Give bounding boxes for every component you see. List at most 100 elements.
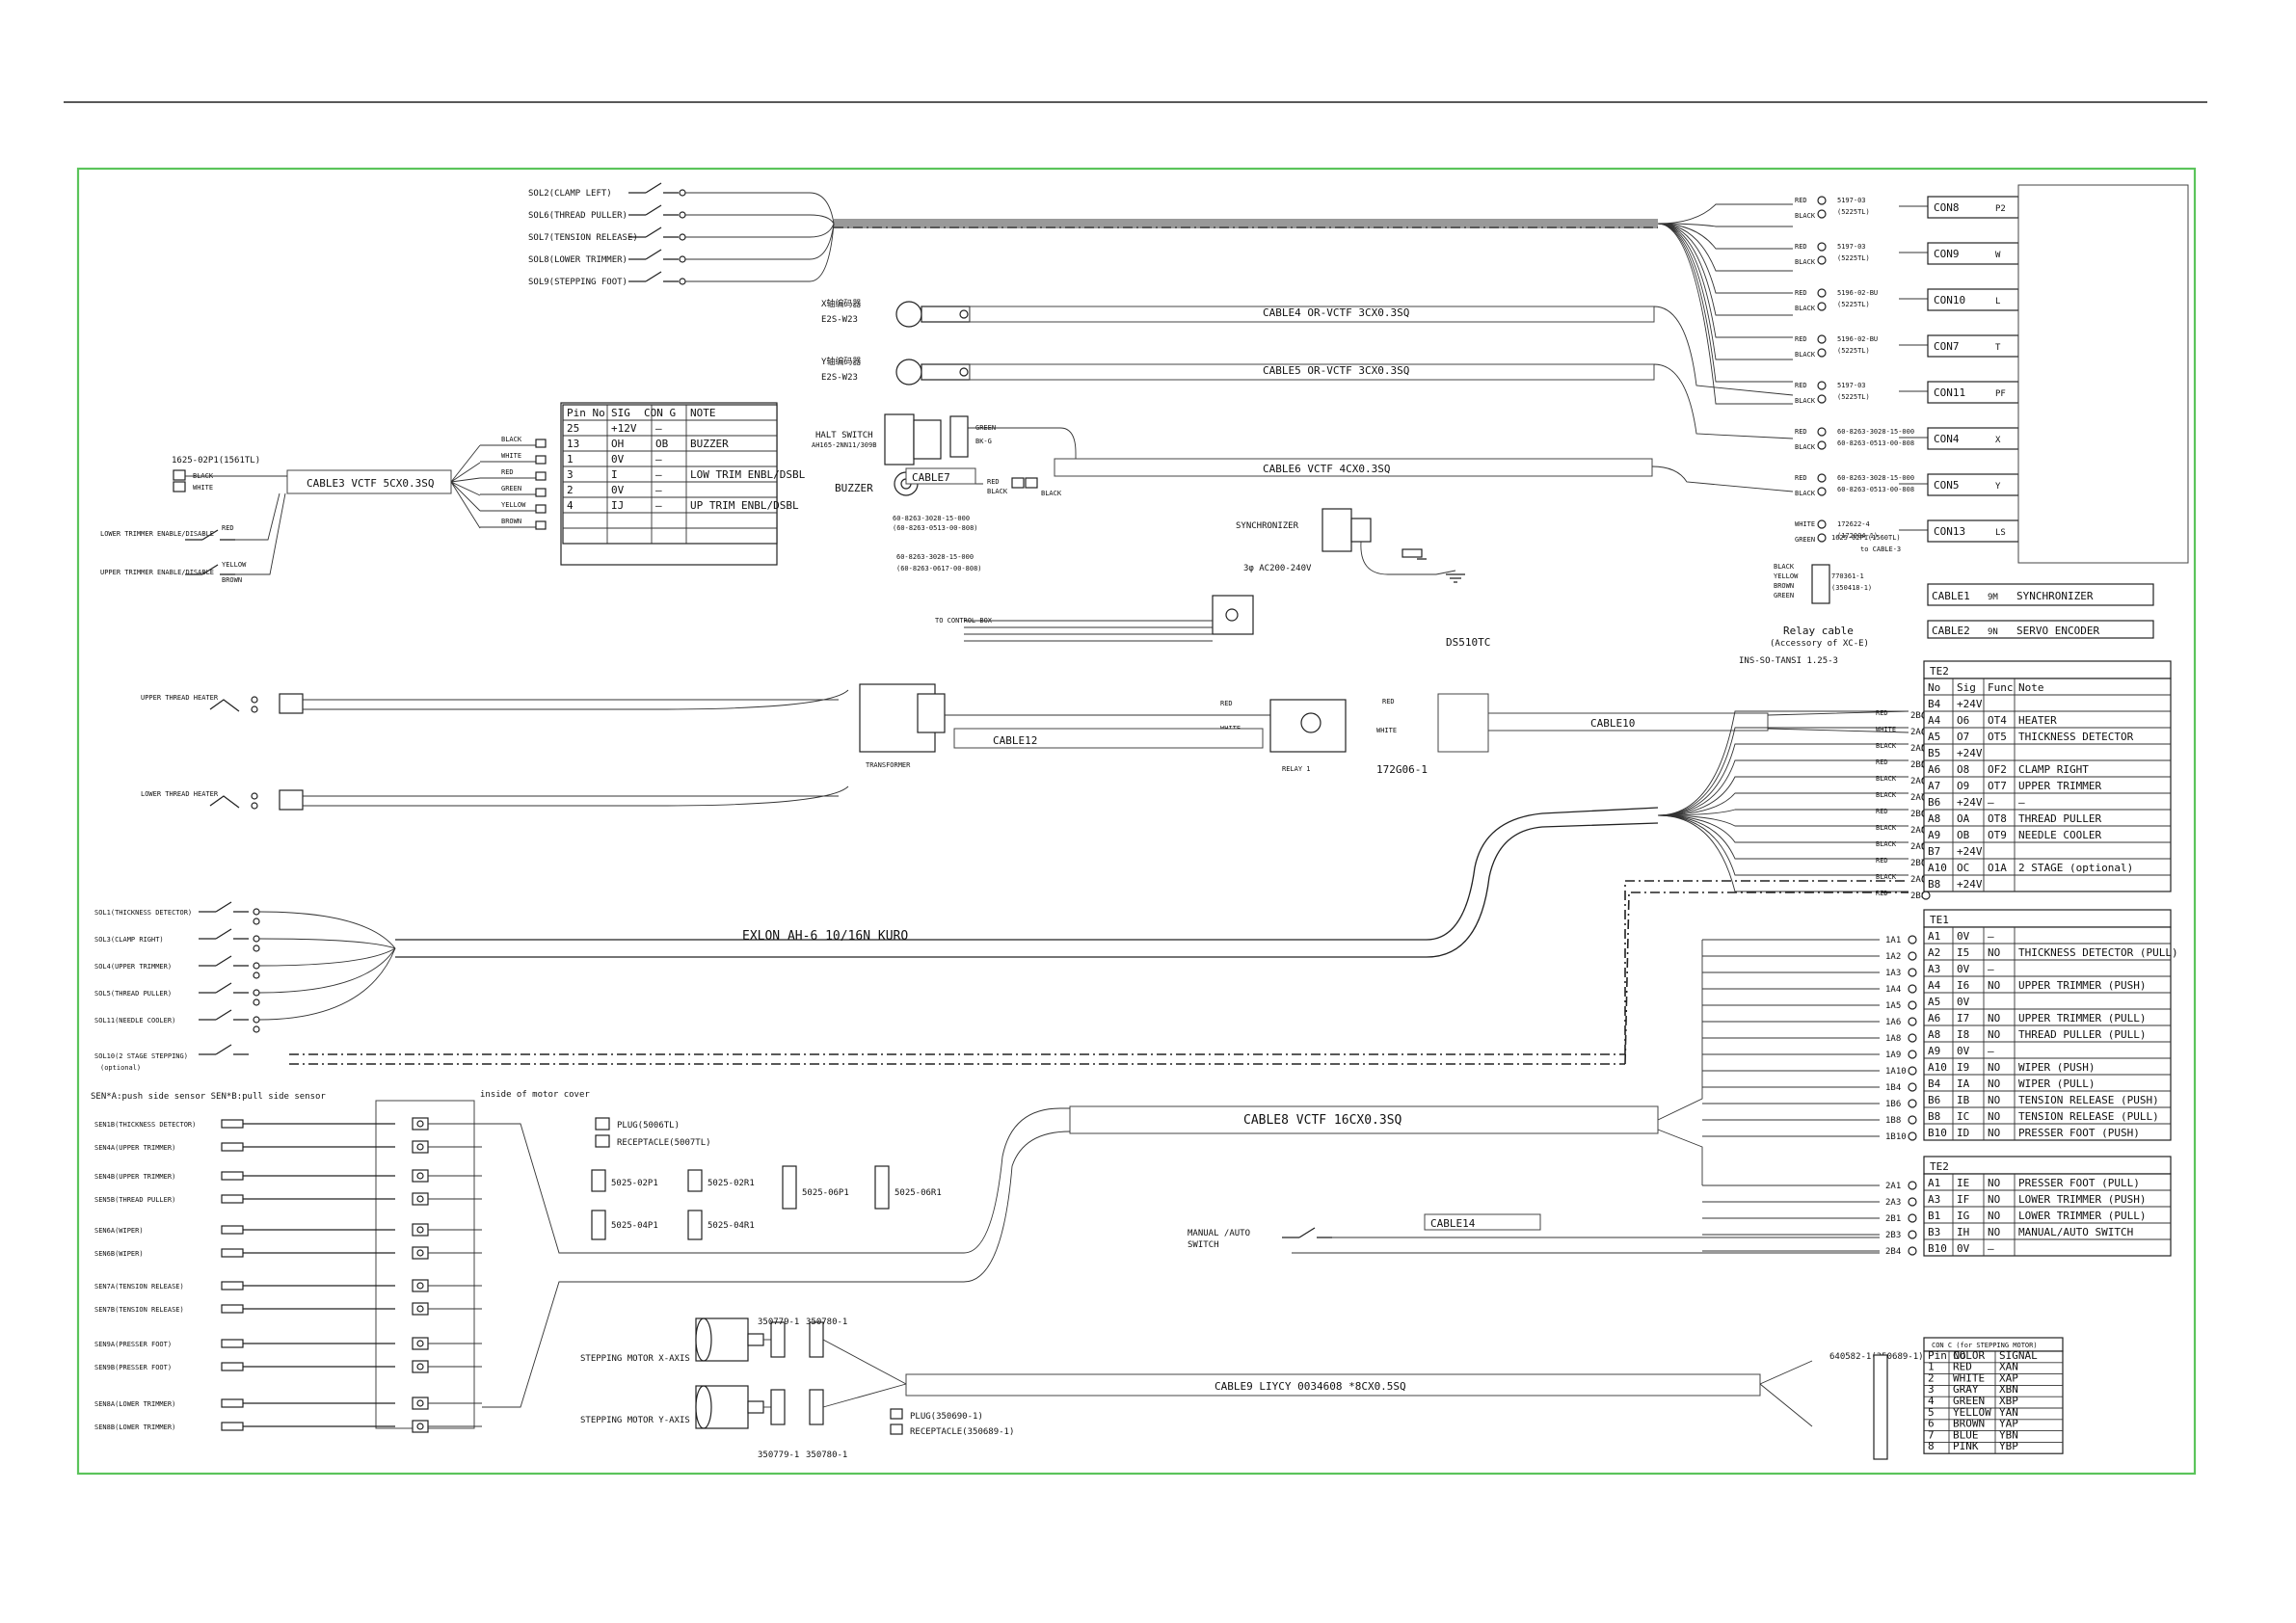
legend-p6 — [874, 1165, 890, 1210]
cable2-tag: CABLE2 — [1932, 625, 1970, 637]
stepping-plug: PLUG(350690-1) — [910, 1412, 983, 1422]
te1-table-cell: A5 — [1928, 996, 1940, 1008]
stepping-rec-sym — [890, 1423, 903, 1435]
cong-table-cell: 13 — [567, 438, 579, 450]
te2-table-cell: NEEDLE COOLER — [2018, 829, 2101, 841]
encoder-connector — [895, 359, 922, 386]
amp-sub: (350418-1) — [1831, 584, 1872, 592]
rconn-term1 — [1817, 242, 1827, 252]
sensor-head — [221, 1398, 244, 1408]
rconn-term1 — [1817, 519, 1827, 529]
cable2-code: 9N — [1988, 627, 1998, 637]
te2-table-cell: +24V — [1957, 796, 1983, 809]
te3-title: TE2 — [1930, 1160, 1949, 1173]
te2-fan — [1657, 814, 1909, 892]
encoder-model: E2S-W23 — [821, 373, 858, 383]
legend-p4 — [687, 1210, 703, 1240]
conc-table-header: COLOR — [1953, 1349, 1985, 1362]
sync-head — [1350, 518, 1372, 543]
te2-table-cell: +24V — [1957, 747, 1983, 759]
rconn-part: 5197-03 — [1837, 382, 1866, 389]
encoder-label: Y轴编码器 — [821, 356, 861, 367]
cong-table-cell: — — [655, 484, 662, 496]
cable10 — [1487, 712, 1769, 732]
rconn-term2 — [1817, 302, 1827, 311]
stepping-c1: 350779-1 — [758, 1317, 799, 1327]
rconn-term2 — [1817, 209, 1827, 219]
cong-table-cell: UP TRIM ENBL/DSBL — [690, 499, 799, 512]
te2-table-cell: O1A — [1988, 862, 2007, 874]
te3-term-dot — [1908, 1246, 1917, 1256]
te3-table-cell: A3 — [1928, 1193, 1940, 1206]
solenoid-label: SOL7(TENSION RELEASE) — [528, 233, 638, 243]
ground-sym2 — [1446, 573, 1465, 583]
te1-term: 1B6 — [1885, 1100, 1901, 1109]
sensor-pin — [416, 1143, 424, 1151]
rconn-wire2: BLACK — [1795, 443, 1816, 451]
te1-table-cell: IA — [1957, 1078, 1970, 1090]
te3-table-cell: 0V — [1957, 1242, 1970, 1255]
motor-conn-b — [809, 1389, 824, 1425]
cable10-fan — [1767, 710, 1909, 733]
rconn-wire2: BLACK — [1795, 212, 1816, 220]
cable8-label: CABLE8 VCTF 16CX0.3SQ — [1243, 1113, 1402, 1128]
te2-table-cell: OA — [1957, 812, 1970, 825]
te2-table-cell: 2 STAGE (optional) — [2018, 862, 2133, 874]
cable2-name: SERVO ENCODER — [2016, 625, 2099, 637]
te1-table-outline — [1923, 926, 2172, 1141]
te2-term: 2B7 — [1910, 859, 1926, 868]
te2-table-cell: OF2 — [1988, 763, 2007, 776]
fanout-wire — [1657, 223, 1793, 338]
solenoid-switch-blade — [645, 249, 662, 260]
legend-p2-label: 5025-02R1 — [707, 1179, 755, 1188]
amp-wire: BROWN — [1774, 582, 1794, 590]
te2-table-cell: OT7 — [1988, 780, 2007, 792]
sensor-label: SEN6A(WIPER) — [94, 1227, 144, 1235]
conc-table-cell: 1 — [1928, 1361, 1935, 1373]
motor-shaft — [747, 1333, 764, 1346]
te1-table-cell: A2 — [1928, 946, 1940, 959]
upper-trim-wire-brown: BROWN — [222, 576, 242, 584]
rconn-part: 5197-03 — [1837, 197, 1866, 204]
te1-table-cell: NO — [1988, 1028, 2000, 1041]
te2-term: 2B6 — [1910, 810, 1926, 819]
cbox-label: TO CONTROL BOX — [935, 617, 993, 625]
halt-head — [913, 419, 942, 460]
cong-wire-label: RED — [501, 468, 514, 476]
rconn-sub: (5225TL) — [1837, 347, 1870, 355]
te1-table-cell: A8 — [1928, 1028, 1940, 1041]
rconn-tag: T — [1995, 343, 2001, 353]
plug-label: 1625-02P1(1561TL) — [172, 456, 260, 466]
right-connectors: REDBLACK5197-03(5225TL)CON8P21O4OF1CLAMP… — [1657, 184, 2189, 1257]
buzzer-black: BLACK — [987, 488, 1008, 495]
conc-table-cell: 8 — [1928, 1440, 1935, 1452]
cable4-label: CABLE4 OR-VCTF 3CX0.3SQ — [1263, 306, 1409, 319]
te1-title: TE1 — [1930, 914, 1949, 926]
te1-term-dot — [1908, 1115, 1917, 1125]
rconn-tag: W — [1995, 251, 2001, 260]
te1-table-cell: — — [1988, 963, 1994, 975]
te1-table-cell: NO — [1988, 1061, 2000, 1074]
motor-face — [695, 1385, 712, 1429]
relay-red: RED — [1220, 700, 1233, 707]
rconn-wire1: RED — [1795, 243, 1807, 251]
te1-term-dot — [1908, 1099, 1917, 1108]
conc-table-cell: YAP — [1999, 1418, 2018, 1430]
te2-fan — [1657, 814, 1909, 860]
te2-table-cell: OT4 — [1988, 714, 2007, 727]
solenoid-label: SOL2(CLAMP LEFT) — [528, 189, 612, 199]
cable1-tag: CABLE1 — [1932, 590, 1970, 602]
te1-table-cell: 0V — [1957, 1045, 1970, 1057]
cong-table-header: SIG — [611, 407, 630, 419]
cong-pin — [535, 471, 547, 481]
relay-cable-a: Relay cable — [1783, 625, 1854, 637]
legend-p6-label: 5025-06R1 — [894, 1188, 942, 1198]
sensor-note: SEN*A:push side sensor SEN*B:pull side s… — [91, 1092, 326, 1102]
rconn-term1 — [1817, 473, 1827, 483]
cong-table-cell: OB — [655, 438, 669, 450]
cong-pin — [535, 504, 547, 514]
rconn-part: 172622-4 — [1837, 520, 1870, 528]
rconn-name: CON13 — [1934, 525, 1965, 538]
sensor-pin — [416, 1195, 424, 1203]
